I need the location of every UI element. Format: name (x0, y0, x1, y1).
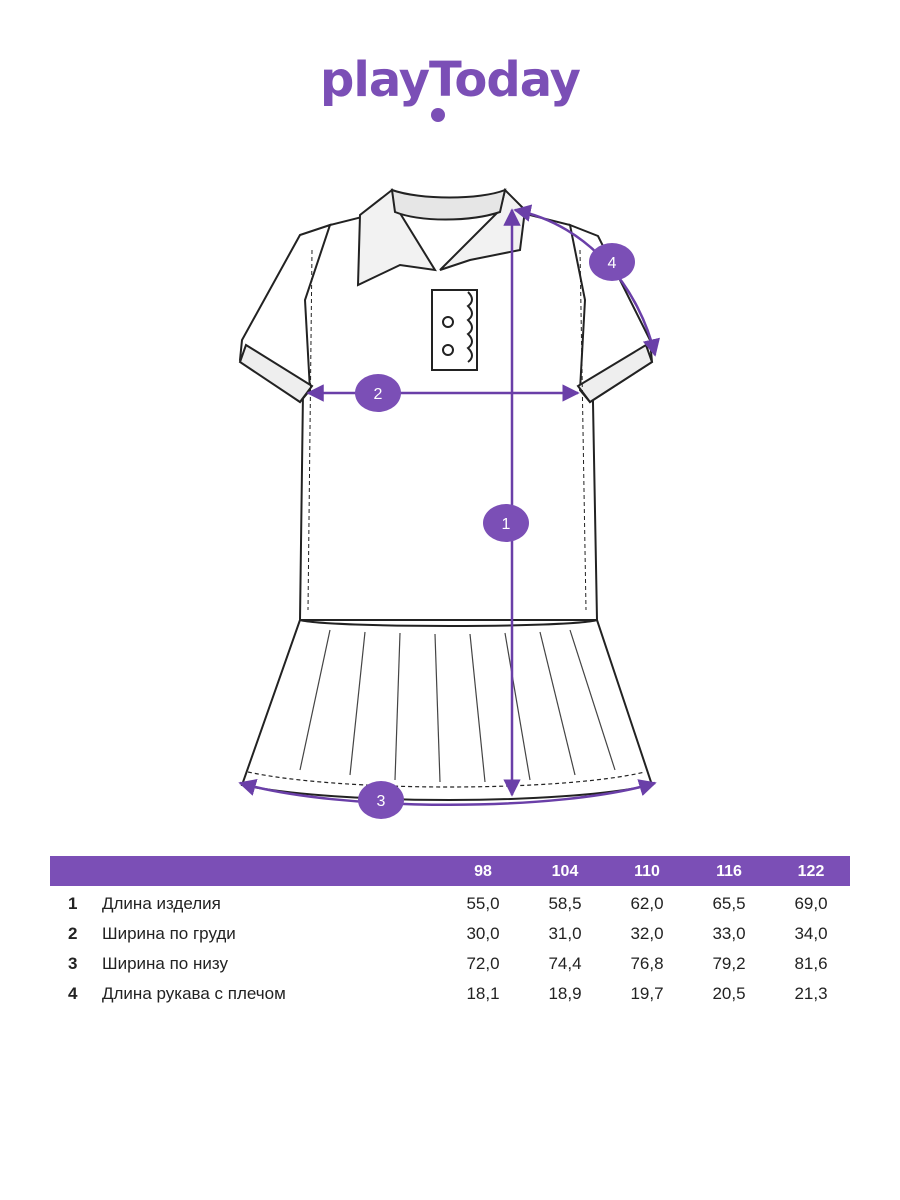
row-number: 4 (68, 984, 78, 1003)
cell-value: 18,9 (548, 984, 582, 1003)
cell-value: 79,2 (712, 954, 746, 973)
row-label: Ширина по низу (102, 954, 228, 973)
table-row: 4 Длина рукава с плечом 18,1 18,9 19,7 2… (50, 984, 850, 1014)
cell-value: 32,0 (630, 924, 664, 943)
table-row: 1 Длина изделия 55,0 58,5 62,0 65,5 69,0 (50, 894, 850, 924)
ruffle (466, 291, 473, 363)
cell-value: 30,0 (466, 924, 500, 943)
row-number: 1 (68, 894, 78, 913)
cell-value: 31,0 (548, 924, 582, 943)
badge-2: 2 (374, 386, 383, 403)
badge-1: 1 (502, 516, 511, 533)
dress-body (298, 209, 599, 621)
row-label: Длина изделия (102, 894, 221, 913)
cell-value: 55,0 (466, 894, 500, 913)
size-table-header: 98 104 110 116 122 (50, 856, 850, 886)
cell-value: 76,8 (630, 954, 664, 973)
cell-value: 34,0 (794, 924, 828, 943)
cell-value: 62,0 (630, 894, 664, 913)
cell-value: 19,7 (630, 984, 664, 1003)
row-label: Ширина по груди (102, 924, 236, 943)
brand-logo-dot (431, 108, 445, 122)
size-header-122: 122 (797, 863, 825, 880)
size-header-116: 116 (716, 863, 742, 880)
collar-band (390, 188, 507, 221)
row-number: 3 (68, 954, 78, 973)
brand-logo: playToday (320, 52, 581, 108)
cell-value: 20,5 (712, 984, 746, 1003)
cell-value: 72,0 (466, 954, 500, 973)
cell-value: 21,3 (794, 984, 828, 1003)
button-top (442, 316, 454, 328)
row-number: 2 (68, 924, 78, 943)
table-row: 3 Ширина по низу 72,0 74,4 76,8 79,2 81,… (50, 954, 850, 984)
skirt (240, 618, 654, 801)
garment-diagram: 1 2 3 4 (238, 188, 660, 819)
placket (431, 289, 478, 371)
cell-value: 33,0 (712, 924, 746, 943)
left-sleeve-cuff (238, 343, 314, 404)
button-bottom (442, 344, 454, 356)
row-label: Длина рукава с плечом (102, 984, 286, 1003)
measure-3-line (238, 778, 657, 806)
size-header-104: 104 (551, 863, 579, 880)
measure-badges (355, 243, 635, 819)
cell-value: 81,6 (794, 954, 828, 973)
cell-value: 69,0 (794, 894, 828, 913)
dress-outline (238, 188, 654, 801)
size-header-98: 98 (474, 863, 492, 880)
cell-value: 18,1 (466, 984, 500, 1003)
badge-4: 4 (608, 255, 617, 272)
badge-3: 3 (377, 793, 386, 810)
table-row: 2 Ширина по груди 30,0 31,0 32,0 33,0 34… (50, 924, 850, 954)
cell-value: 65,5 (712, 894, 746, 913)
size-header-110: 110 (634, 863, 660, 880)
cell-value: 58,5 (548, 894, 582, 913)
cell-value: 74,4 (548, 954, 582, 973)
